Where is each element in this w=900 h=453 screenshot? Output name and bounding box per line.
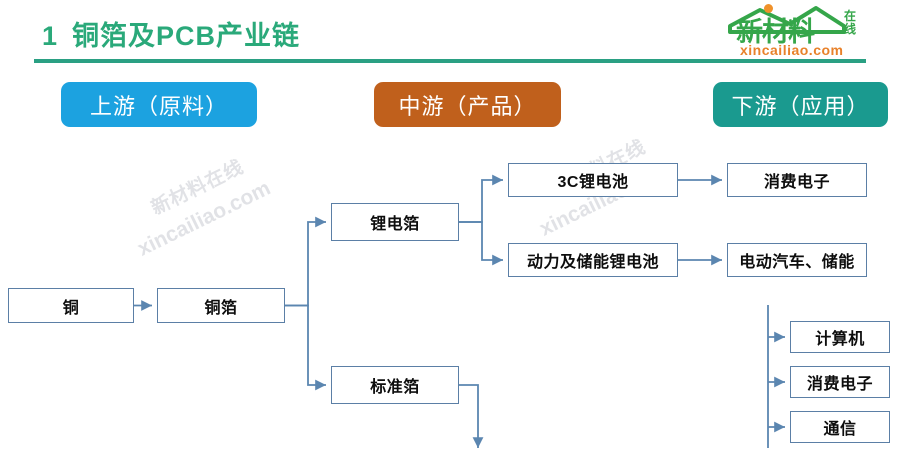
title-index: 1 [42,21,59,51]
node-communication[interactable]: 通信 [790,411,890,443]
title-divider [34,59,866,63]
node-copper[interactable]: 铜 [8,288,134,323]
node-consumer-electronics-top[interactable]: 消费电子 [727,163,867,197]
node-copper-foil[interactable]: 铜箔 [157,288,285,323]
node-ev-and-storage[interactable]: 电动汽车、储能 [727,243,867,277]
logo-sun-icon [764,4,773,13]
logo-brand-suffix: 在线 [844,9,857,36]
watermark-cn: 新材料在线 [148,156,248,220]
stage-badge-upstream: 上游（原料） [61,82,257,127]
title-text: 铜箔及PCB产业链 [72,21,301,51]
brand-logo: 新材料 在线 xincailiao.com [720,4,888,60]
logo-domain: xincailiao.com [740,42,844,58]
node-standard-foil[interactable]: 标准箔 [331,366,459,404]
watermark-en: xincailiao.com [134,176,275,261]
stage-badge-midstream: 中游（产品） [374,82,561,127]
node-computer[interactable]: 计算机 [790,321,890,353]
stage-badge-downstream: 下游（应用） [713,82,888,127]
node-3c-lithium-battery[interactable]: 3C锂电池 [508,163,678,197]
node-power-storage-battery[interactable]: 动力及储能锂电池 [508,243,678,277]
node-lithium-foil[interactable]: 锂电箔 [331,203,459,241]
logo-brand-cn: 新材料 [736,17,815,47]
node-consumer-electronics-bottom[interactable]: 消费电子 [790,366,890,398]
page-title: 1 铜箔及PCB产业链 [42,14,300,53]
logo-mountain-icon [720,4,888,44]
